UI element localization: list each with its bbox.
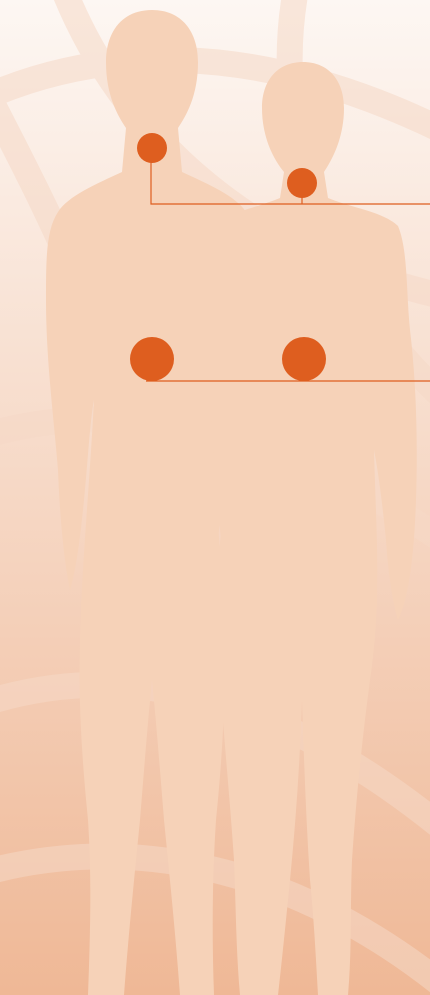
male-chest-marker — [130, 337, 174, 381]
male-neck-marker — [137, 133, 167, 163]
female-chest-marker — [282, 337, 326, 381]
female-neck-marker — [287, 168, 317, 198]
